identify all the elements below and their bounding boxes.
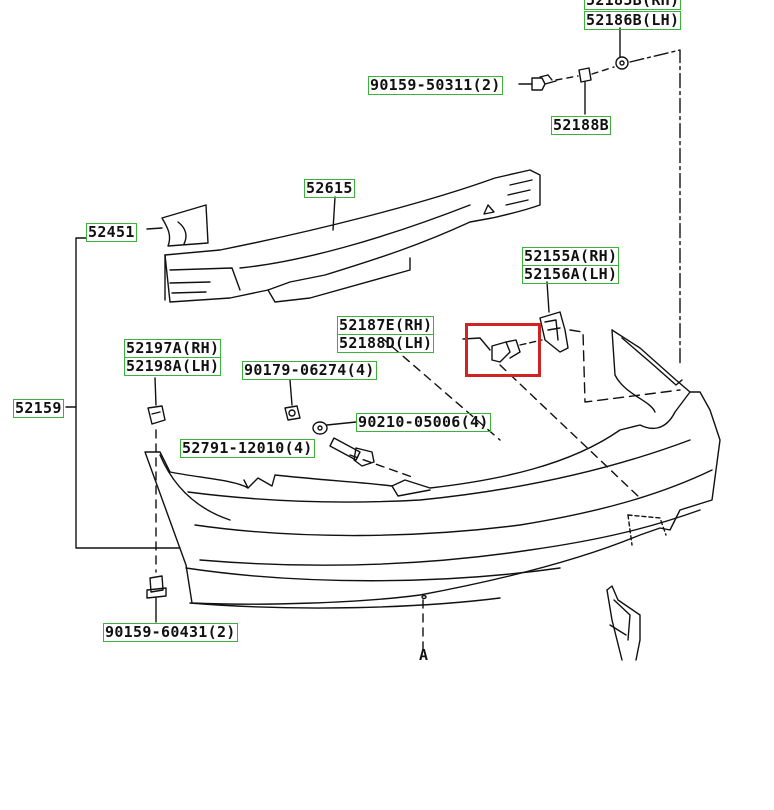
label-52185b[interactable]: 52185B(RH) [584,0,682,10]
group-bracket-52159 [65,237,181,549]
bolt-90159-60431-drawing [146,575,167,623]
label-52197a[interactable]: 52197A(RH) [124,339,222,358]
label-52188b[interactable]: 52188B [551,116,611,135]
retainer-52155a-drawing [539,281,569,353]
label-52451[interactable]: 52451 [86,223,137,242]
label-52186b[interactable]: 52186B(LH) [584,11,682,30]
label-52159[interactable]: 52159 [13,399,64,418]
label-52156a[interactable]: 52156A(LH) [522,265,620,284]
bumper-cover-drawing [144,329,721,609]
clip-52185b-drawing [615,27,629,70]
label-90179-06274[interactable]: 90179-06274(4) [242,361,377,380]
label-90159-50311[interactable]: 90159-50311(2) [368,76,503,95]
label-52791-12010[interactable]: 52791-12010(4) [180,439,315,458]
label-52615[interactable]: 52615 [304,179,355,198]
clip-52187e-drawing [462,337,543,363]
label-90210-05006[interactable]: 90210-05006(4) [356,413,491,432]
reference-a-label: A [419,646,429,664]
label-52187e[interactable]: 52187E(RH) [337,316,435,335]
nut-52197a-drawing [147,377,166,425]
rivet-52791-drawing [329,437,375,467]
absorber-52451-drawing [146,204,209,247]
washer-90210-drawing [312,421,357,435]
label-52155a[interactable]: 52155A(RH) [522,247,620,266]
nut-90179-drawing [284,379,301,421]
nut-52188b-drawing [578,67,592,115]
side-bracket-drawing [606,585,641,661]
label-90159-60431[interactable]: 90159-60431(2) [103,623,238,642]
label-52198a[interactable]: 52198A(LH) [124,357,222,376]
label-52188d[interactable]: 52188D(LH) [337,334,435,353]
bolt-90159-50311-drawing [518,74,557,91]
selected-part-highlight [465,323,541,377]
reinforcement-52615-drawing [164,169,541,303]
